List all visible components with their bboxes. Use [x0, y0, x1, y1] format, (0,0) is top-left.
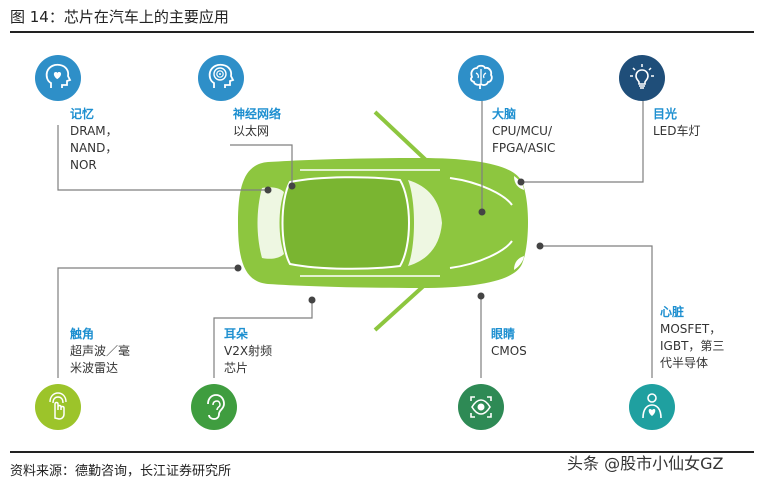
label-eye-line1: CMOS — [491, 344, 527, 358]
label-ear: 耳朵 V2X射频 芯片 — [224, 326, 272, 377]
label-touch-line1: 超声波／毫 — [70, 344, 131, 358]
label-neural: 神经网络 以太网 — [233, 106, 281, 140]
label-brain: 大脑 CPU/MCU/ FPGA/ASIC — [492, 106, 555, 157]
connector-memory — [57, 125, 268, 191]
label-heart-line2: IGBT，第三 — [660, 339, 725, 353]
connector-heart — [540, 245, 653, 378]
label-brain-name: 大脑 — [492, 107, 517, 121]
label-memory-line3: NOR — [70, 158, 97, 172]
brain-spiral-icon — [198, 55, 244, 101]
label-neural-line1: 以太网 — [233, 124, 270, 138]
label-memory-name: 记忆 — [70, 107, 95, 121]
label-ear-line1: V2X射频 — [224, 344, 273, 358]
connector-neural — [230, 144, 293, 186]
bottom-rule — [10, 451, 754, 453]
label-touch-name: 触角 — [70, 327, 95, 341]
label-memory-line2: NAND， — [70, 141, 118, 155]
label-eye: 眼睛 CMOS — [491, 326, 527, 360]
connector-touch — [57, 267, 238, 378]
eye-icon — [458, 384, 504, 430]
headlight-bottom — [514, 256, 524, 270]
hood-line-top — [449, 177, 513, 206]
connector-ear — [213, 300, 313, 378]
label-heart-line1: MOSFET， — [660, 322, 722, 336]
connector-lines — [57, 100, 653, 378]
car-roof — [281, 176, 410, 270]
light-bulb-icon — [619, 55, 665, 101]
heart-person-icon — [629, 384, 675, 430]
label-ear-name: 耳朵 — [224, 327, 249, 341]
label-sight-line1: LED车灯 — [653, 124, 701, 138]
open-door-bottom — [373, 280, 430, 332]
label-touch-line2: 米波雷达 — [70, 361, 119, 375]
label-brain-line2: FPGA/ASIC — [492, 141, 556, 155]
label-memory: 记忆 DRAM， NAND， NOR — [70, 106, 118, 174]
label-neural-name: 神经网络 — [233, 107, 282, 121]
label-sight: 目光 LED车灯 — [653, 106, 701, 140]
car-rear-window — [257, 187, 284, 259]
ear-icon — [191, 384, 237, 430]
brain-icon — [458, 55, 504, 101]
touch-hand-icon — [35, 384, 81, 430]
car-windshield — [408, 180, 442, 266]
label-sight-name: 目光 — [653, 107, 678, 121]
figure-title: 图 14：芯片在汽车上的主要应用 — [10, 8, 229, 26]
hood-line-bottom — [449, 240, 513, 269]
label-brain-line1: CPU/MCU/ — [492, 124, 552, 138]
label-heart-line3: 代半导体 — [660, 356, 709, 370]
connector-dots — [234, 178, 544, 304]
top-rule — [10, 31, 754, 33]
label-heart-name: 心脏 — [660, 305, 685, 319]
label-eye-name: 眼睛 — [491, 327, 516, 341]
connector-sight — [521, 100, 644, 183]
label-ear-line2: 芯片 — [224, 361, 249, 375]
open-door-top — [373, 110, 430, 164]
label-touch: 触角 超声波／毫 米波雷达 — [70, 326, 130, 377]
watermark: 头条 @股市小仙女GZ — [567, 454, 724, 473]
source-note: 资料来源：德勤咨询，长江证券研究所 — [10, 464, 232, 479]
heart-head-icon — [35, 55, 81, 101]
label-heart: 心脏 MOSFET， IGBT，第三 代半导体 — [660, 304, 724, 372]
label-memory-line1: DRAM， — [70, 124, 118, 138]
